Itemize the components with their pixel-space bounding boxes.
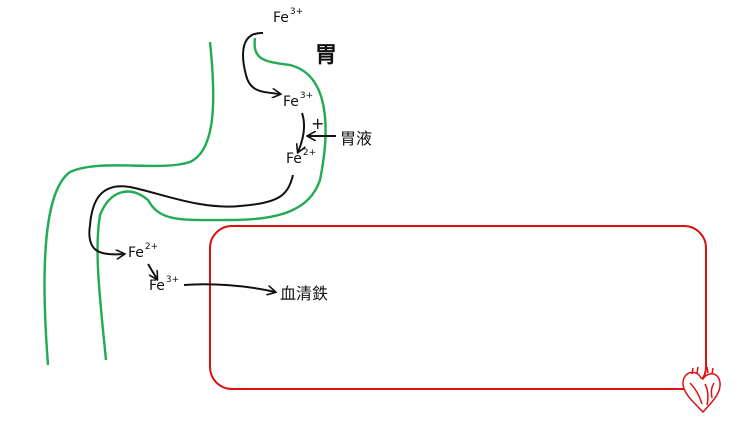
fe2-intestine-base: Fe: [128, 245, 144, 261]
stomach-label: 胃: [315, 43, 338, 68]
fe3-intestine-label: Fe3+: [149, 276, 179, 294]
fe3-stomach-charge: 3+: [299, 91, 314, 101]
fe3-intestine-base: Fe: [149, 278, 165, 294]
fe2-stomach-base: Fe: [286, 151, 302, 167]
flow-arrows: [88, 31, 336, 292]
arrow-reduction: [298, 112, 304, 152]
fe3-stomach-base: Fe: [283, 94, 299, 110]
plus-sign: +: [311, 114, 325, 133]
fe2-intestine-charge: 2+: [144, 242, 159, 252]
fe2-intestine-label: Fe2+: [128, 243, 158, 261]
blood-box: [209, 225, 707, 390]
fe3-intestine-charge: 3+: [165, 275, 180, 285]
digestive-tract: [43, 37, 327, 366]
fe3-stomach-label: Fe3+: [283, 92, 313, 110]
fe2-stomach-label: Fe2+: [286, 149, 316, 167]
arrow-to-intestine: [88, 174, 294, 254]
tract-outer-wall: [43, 41, 215, 366]
tract-inner-wall: [96, 37, 327, 361]
arrow-oxidation: [147, 263, 157, 279]
heart-icon: [682, 366, 721, 414]
arrow-to-serum: [183, 283, 275, 292]
gastric-juice-label: 胃液: [340, 129, 373, 148]
arrow-ingest: [242, 31, 280, 94]
fe3-top-charge: 3+: [289, 7, 304, 17]
fe3-top-base: Fe: [273, 10, 289, 26]
serum-iron-label: 血清鉄: [280, 284, 329, 303]
fe2-stomach-charge: 2+: [302, 148, 317, 158]
fe3-top-label: Fe3+: [273, 8, 303, 26]
